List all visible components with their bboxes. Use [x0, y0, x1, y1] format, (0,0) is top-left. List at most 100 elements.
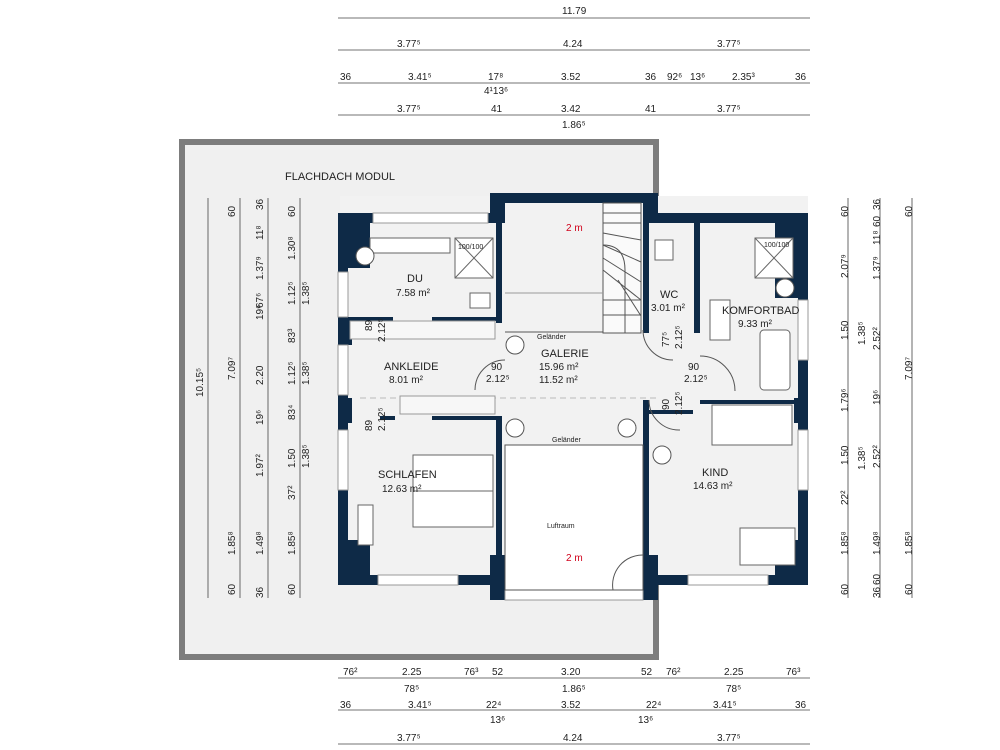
- bot-dim-r1-sub2: 78⁵: [726, 684, 741, 695]
- top-dim-r3-0: 36: [340, 72, 352, 83]
- beds: [357, 404, 796, 566]
- label-shower-bad: 100/100: [764, 242, 789, 249]
- top-dim-r3-4: 36: [645, 72, 657, 83]
- right-c1-1: 2.07⁹: [840, 254, 851, 278]
- bot-dim-r1-sub0: 78⁵: [404, 684, 419, 695]
- right-c1-7: 60: [840, 583, 851, 595]
- left-c4-2: 19⁶: [255, 305, 266, 320]
- label-gelaender-top: Geländer: [537, 334, 566, 341]
- right-c4-3: 60: [904, 583, 915, 595]
- height-top: 2 m: [566, 223, 583, 234]
- windows: [337, 212, 809, 601]
- top-dim-r3-7: 2.35³: [732, 72, 755, 83]
- room-galerie-area2: 11.52 m²: [539, 375, 578, 386]
- right-c4-2: 1.85⁸: [904, 531, 915, 555]
- bot-dim-r1-6: 76²: [666, 667, 681, 678]
- left-c6-2: 1.38⁵: [301, 444, 312, 468]
- interior-walls: [348, 223, 798, 580]
- left-c5-3: 83³: [287, 328, 298, 343]
- top-dim-r3-3: 3.52: [561, 72, 581, 83]
- left-c3-1: 1.37⁹: [255, 256, 266, 280]
- left-c4-5: 1.49⁸: [255, 531, 266, 555]
- left-c5-1: 1.30⁸: [287, 236, 298, 260]
- room-ankleide-area: 8.01 m²: [389, 375, 424, 386]
- top-dim-r4-1: 41: [491, 104, 503, 115]
- right-c1-6: 1.85⁸: [840, 531, 851, 555]
- left-dims: 10.15⁵ 7.09⁷ 60 1.37⁹ 2.20 1.97² 1.85⁸ 6…: [195, 198, 312, 598]
- top-dim-r3-1: 3.41⁵: [408, 72, 432, 83]
- right-c2-8: 60: [872, 573, 883, 585]
- left-c3-4: 1.85⁸: [227, 531, 238, 555]
- label-gelaender-bottom: Geländer: [552, 437, 581, 444]
- door-4-w: 77⁵: [661, 332, 672, 347]
- door-4-h: 2.12⁵: [674, 325, 685, 349]
- left-c5-5: 83⁴: [287, 405, 298, 420]
- plants: [355, 246, 795, 465]
- right-c4-1: 7.09⁷: [904, 357, 915, 380]
- right-c1-2: 1.50: [840, 320, 851, 340]
- door-5-h: 2.12⁵: [684, 374, 708, 385]
- room-kind-area: 14.63 m²: [693, 481, 733, 492]
- bot-dim-r1-8: 76³: [786, 667, 801, 678]
- bot-dim-r1-3: 52: [492, 667, 504, 678]
- left-c4-3: 67⁶: [255, 293, 266, 308]
- right-c2-4: 1.38⁵: [857, 321, 868, 345]
- top-dim-r4-4: 3.77⁵: [717, 104, 741, 115]
- top-dimension-lines: [207, 17, 913, 745]
- door-1-w: 89: [364, 319, 375, 331]
- left-c3-0: 60: [227, 205, 238, 217]
- bot-dim-r2-4: 22⁴: [646, 700, 661, 711]
- bot-dim-r1-7: 2.25: [724, 667, 744, 678]
- bot-dim-r3-1: 4.24: [563, 733, 583, 744]
- right-dims: 60 2.07⁹ 1.50 1.79⁶ 1.50 22² 1.85⁸ 60 36…: [840, 198, 915, 598]
- right-c2-1: 60: [872, 215, 883, 227]
- top-dim-r3-sub: 4¹13⁶: [484, 86, 508, 97]
- door-5-w: 90: [688, 362, 700, 373]
- left-c3-3: 1.97²: [255, 454, 266, 477]
- door-2-w: 89: [364, 419, 375, 431]
- top-dim-r2-0: 3.77⁵: [397, 39, 421, 50]
- door-2-h: 2.12⁵: [377, 407, 388, 431]
- bot-dim-r2-2: 22⁴: [486, 700, 501, 711]
- door-3-h: 2.12⁵: [486, 374, 510, 385]
- right-c3-1: 2.52²: [872, 445, 883, 468]
- room-komfortbad-area: 9.33 m²: [738, 319, 773, 330]
- room-wc-name: WC: [660, 289, 678, 301]
- bot-dim-r3-0: 3.77⁵: [397, 733, 421, 744]
- top-dim-r4-2: 3.42: [561, 104, 581, 115]
- staircase: [602, 202, 642, 334]
- room-du-name: DU: [407, 273, 423, 285]
- right-c2-9: 36: [872, 586, 883, 598]
- top-dim-total: 11.79: [562, 6, 587, 17]
- bot-dim-r1-1: 2.25: [402, 667, 422, 678]
- right-c1-0: 60: [840, 205, 851, 217]
- left-c3-5: 60: [227, 583, 238, 595]
- right-c1-4: 1.50: [840, 445, 851, 465]
- roof-label: FLACHDACH MODUL: [285, 171, 395, 183]
- left-c1-0: 10.15⁵: [195, 368, 206, 397]
- right-c2-2: 11⁸: [872, 230, 883, 245]
- left-c5-2: 1.12⁵: [287, 281, 298, 305]
- left-c6-0: 1.38⁵: [301, 281, 312, 305]
- top-dim-r4-0: 3.77⁵: [397, 104, 421, 115]
- left-c5-7: 37²: [287, 485, 298, 500]
- bot-dim-r2-6: 36: [795, 700, 807, 711]
- door-3-w: 90: [491, 362, 503, 373]
- left-c6-1: 1.38⁵: [301, 361, 312, 385]
- room-galerie-name: GALERIE: [541, 348, 589, 360]
- room-kind-name: KIND: [702, 467, 728, 479]
- room-schlafen-area: 12.63 m²: [382, 484, 422, 495]
- left-c4-0: 36: [255, 198, 266, 210]
- top-dim-r2-1: 4.24: [563, 39, 583, 50]
- right-c1-5: 22²: [840, 490, 851, 505]
- bot-dim-r2-sub1: 13⁶: [638, 715, 653, 726]
- bot-dim-r1-0: 76²: [343, 667, 358, 678]
- left-c5-4: 1.12⁵: [287, 361, 298, 385]
- right-c2-7: 1.49⁸: [872, 531, 883, 555]
- bot-dim-r3-2: 3.77⁵: [717, 733, 741, 744]
- wardrobes: [349, 320, 496, 415]
- right-c2-5: 19⁶: [872, 390, 883, 405]
- left-c2-0: 7.09⁷: [227, 357, 238, 380]
- right-c2-6: 1.38⁵: [857, 446, 868, 470]
- du-fixtures: [369, 237, 494, 309]
